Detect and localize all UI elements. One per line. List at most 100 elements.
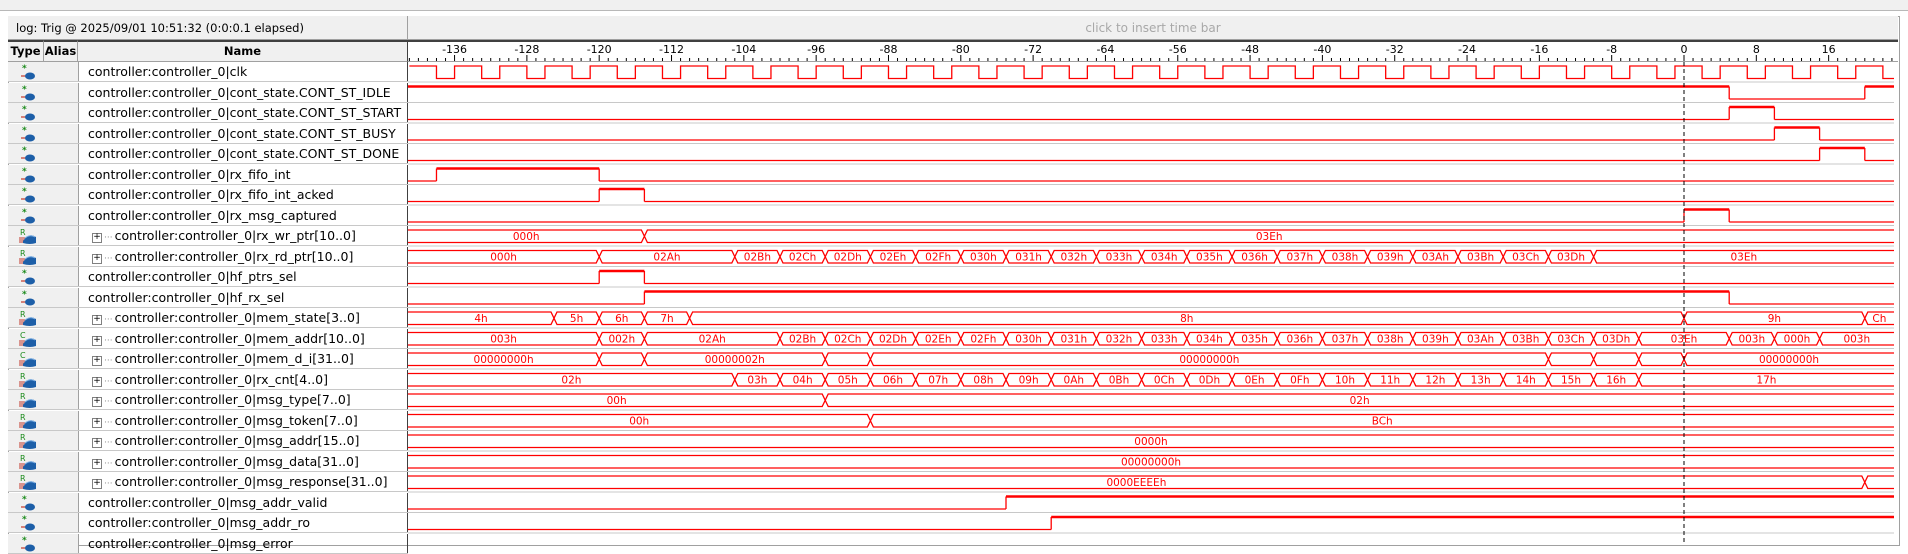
- waveform-trace[interactable]: [408, 105, 1894, 121]
- signal-alias-cell[interactable]: [44, 246, 79, 266]
- signal-row[interactable]: *controller:controller_0|cont_state.CONT…: [8, 123, 408, 144]
- signal-name-cell[interactable]: controller:controller_0|rx_fifo_int: [78, 164, 408, 184]
- signal-alias-cell[interactable]: [44, 62, 79, 81]
- signal-row[interactable]: *controller:controller_0|cont_state.CONT…: [8, 103, 408, 123]
- signal-name-cell[interactable]: +···controller:controller_0|mem_state[3.…: [78, 308, 408, 327]
- waveform-trace[interactable]: [408, 187, 1894, 203]
- signal-alias-cell[interactable]: [44, 164, 79, 184]
- signal-name-cell[interactable]: controller:controller_0|msg_addr_valid: [78, 492, 408, 512]
- expand-bus-icon[interactable]: +: [92, 232, 102, 243]
- waveform-trace[interactable]: [408, 126, 1894, 141]
- signal-name-cell[interactable]: controller:controller_0|hf_ptrs_sel: [78, 267, 408, 286]
- signal-alias-cell[interactable]: [44, 533, 79, 553]
- expand-bus-icon[interactable]: +: [92, 457, 102, 469]
- signal-alias-cell[interactable]: [44, 185, 79, 204]
- signal-alias-cell[interactable]: [44, 328, 79, 348]
- signal-alias-cell[interactable]: [44, 226, 79, 245]
- signal-row[interactable]: *controller:controller_0|msg_addr_ro: [8, 513, 408, 533]
- signal-alias-cell[interactable]: [44, 308, 79, 327]
- signal-alias-cell[interactable]: [44, 123, 79, 143]
- signal-alias-cell[interactable]: [44, 492, 79, 512]
- signal-alias-cell[interactable]: [44, 287, 79, 307]
- column-header-name[interactable]: Name: [78, 40, 408, 62]
- expand-bus-icon[interactable]: +: [92, 314, 102, 325]
- signal-name-cell[interactable]: +···controller:controller_0|mem_addr[10.…: [78, 328, 408, 348]
- signal-alias-cell[interactable]: [44, 267, 79, 286]
- signal-alias-cell[interactable]: [44, 205, 79, 225]
- waveform-trace[interactable]: [409, 65, 1894, 80]
- signal-name-cell[interactable]: +···controller:controller_0|msg_addr[15.…: [78, 431, 408, 450]
- column-header-type[interactable]: Type: [8, 40, 44, 62]
- signal-row[interactable]: R+···controller:controller_0|rx_cnt[4..0…: [8, 369, 408, 390]
- time-ruler[interactable]: [408, 40, 1898, 62]
- signal-row[interactable]: *controller:controller_0|rx_fifo_int: [8, 164, 408, 185]
- waveform-trace[interactable]: [408, 167, 1894, 182]
- signal-alias-cell[interactable]: [44, 369, 79, 389]
- signal-name-cell[interactable]: controller:controller_0|cont_state.CONT_…: [78, 123, 408, 143]
- signal-name-cell[interactable]: +···controller:controller_0|rx_rd_ptr[10…: [78, 246, 408, 266]
- signal-name-cell[interactable]: +···controller:controller_0|rx_wr_ptr[10…: [78, 226, 408, 245]
- signal-name-cell[interactable]: +···controller:controller_0|msg_data[31.…: [78, 451, 408, 471]
- waveform-trace[interactable]: [408, 290, 1894, 305]
- expand-bus-icon[interactable]: +: [92, 375, 102, 387]
- signal-name-cell[interactable]: +···controller:controller_0|msg_token[7.…: [78, 410, 408, 430]
- signal-alias-cell[interactable]: [44, 513, 79, 532]
- signal-name-cell[interactable]: controller:controller_0|clk: [78, 62, 408, 81]
- signal-alias-cell[interactable]: [44, 82, 79, 102]
- signal-row[interactable]: R+···controller:controller_0|msg_token[7…: [8, 410, 408, 431]
- signal-name-cell[interactable]: +···controller:controller_0|msg_type[7..…: [78, 390, 408, 409]
- signal-row[interactable]: *controller:controller_0|cont_state.CONT…: [8, 82, 408, 103]
- column-header-alias[interactable]: Alias: [44, 40, 78, 62]
- signal-name-cell[interactable]: controller:controller_0|cont_state.CONT_…: [78, 82, 408, 102]
- waveform-trace[interactable]: [408, 269, 1894, 285]
- waveform-trace[interactable]: [408, 495, 1894, 510]
- signal-row[interactable]: R+···controller:controller_0|msg_data[31…: [8, 451, 408, 472]
- signal-row[interactable]: *controller:controller_0|hf_rx_sel: [8, 287, 408, 308]
- signal-alias-cell[interactable]: [44, 451, 79, 471]
- signal-row[interactable]: R+···controller:controller_0|msg_type[7.…: [8, 390, 408, 410]
- signal-name-cell[interactable]: controller:controller_0|msg_error: [78, 533, 408, 553]
- signal-row[interactable]: *controller:controller_0|hf_ptrs_sel: [8, 267, 408, 287]
- signal-name-cell[interactable]: controller:controller_0|cont_state.CONT_…: [78, 144, 408, 163]
- signal-row[interactable]: R+···controller:controller_0|rx_wr_ptr[1…: [8, 226, 408, 246]
- waveform-trace[interactable]: [408, 515, 1894, 531]
- expand-bus-icon[interactable]: +: [92, 334, 102, 346]
- signal-row[interactable]: *controller:controller_0|rx_fifo_int_ack…: [8, 185, 408, 205]
- signal-alias-cell[interactable]: [44, 431, 79, 450]
- expand-bus-icon[interactable]: +: [92, 437, 102, 448]
- signal-row[interactable]: R+···controller:controller_0|rx_rd_ptr[1…: [8, 246, 408, 267]
- signal-row[interactable]: *controller:controller_0|msg_addr_valid: [8, 492, 408, 513]
- insert-time-bar-area[interactable]: click to insert time bar: [408, 16, 1898, 40]
- signal-alias-cell[interactable]: [44, 410, 79, 430]
- expand-bus-icon[interactable]: +: [92, 252, 102, 264]
- signal-alias-cell[interactable]: [44, 144, 79, 163]
- signal-name-cell[interactable]: +···controller:controller_0|msg_response…: [78, 472, 408, 491]
- signal-alias-cell[interactable]: [44, 390, 79, 409]
- signal-name-cell[interactable]: controller:controller_0|cont_state.CONT_…: [78, 103, 408, 122]
- signal-alias-cell[interactable]: [44, 349, 79, 368]
- signal-alias-cell[interactable]: [44, 472, 79, 491]
- expand-bus-icon[interactable]: +: [92, 416, 102, 428]
- signal-name-cell[interactable]: controller:controller_0|rx_msg_captured: [78, 205, 408, 225]
- expand-bus-icon[interactable]: +: [92, 478, 102, 489]
- waveform-trace[interactable]: [408, 85, 1894, 100]
- signal-row[interactable]: *controller:controller_0|cont_state.CONT…: [8, 144, 408, 164]
- waveform-trace[interactable]: 00000000h: [408, 454, 1894, 469]
- signal-name-cell[interactable]: +···controller:controller_0|rx_cnt[4..0]: [78, 369, 408, 389]
- signal-row[interactable]: R+···controller:controller_0|msg_addr[15…: [8, 431, 408, 451]
- expand-bus-icon[interactable]: +: [92, 355, 102, 366]
- signal-row[interactable]: R+···controller:controller_0|msg_respons…: [8, 472, 408, 492]
- signal-name-cell[interactable]: controller:controller_0|hf_rx_sel: [78, 287, 408, 307]
- signal-row[interactable]: C+···controller:controller_0|mem_addr[10…: [8, 328, 408, 349]
- expand-bus-icon[interactable]: +: [92, 396, 102, 407]
- signal-name-cell[interactable]: +···controller:controller_0|mem_d_i[31..…: [78, 349, 408, 368]
- waveform-trace[interactable]: [408, 146, 1894, 162]
